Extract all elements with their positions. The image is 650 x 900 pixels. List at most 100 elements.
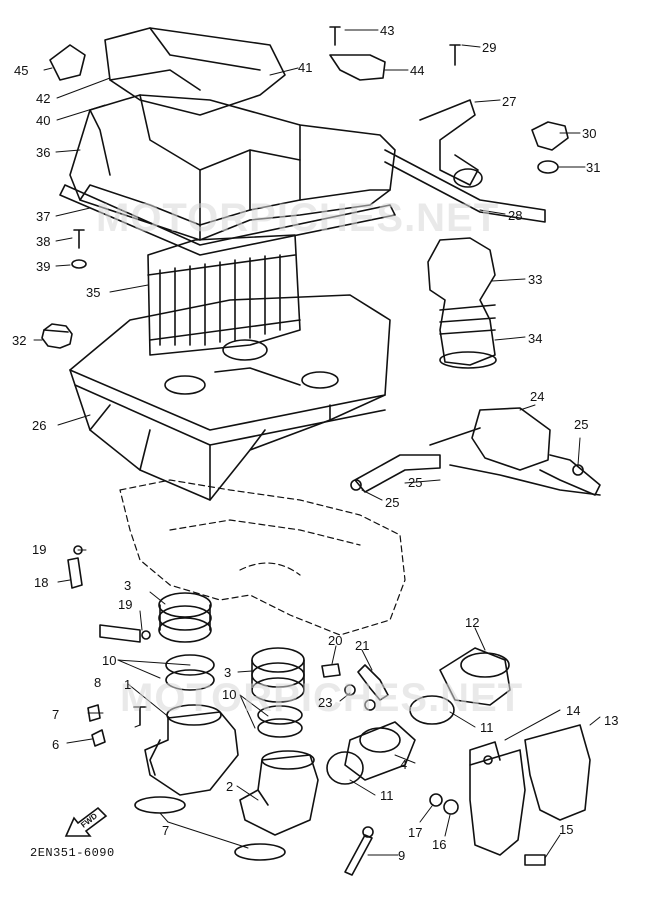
leader-lines — [33, 29, 601, 859]
callout-28: 28 — [508, 208, 523, 223]
screw-8 — [133, 706, 147, 726]
intake-boot — [427, 237, 496, 366]
oring-7b — [234, 843, 286, 861]
callout-4: 4 — [400, 757, 408, 772]
callout-6: 6 — [52, 737, 60, 752]
callout-3a: 3 — [124, 578, 132, 593]
engine-outline — [119, 479, 406, 636]
cap-5 — [87, 704, 101, 722]
callout-44: 44 — [410, 63, 425, 78]
callout-3b: 3 — [224, 665, 232, 680]
callout-33: 33 — [528, 272, 543, 287]
watermark: MOTORPICHES.NET — [120, 676, 524, 720]
cover-13 — [524, 724, 591, 821]
callout-40: 40 — [36, 113, 51, 128]
callout-7: 7 — [162, 823, 170, 838]
rubber-joint-3a — [158, 592, 212, 618]
callout-15: 15 — [559, 822, 574, 837]
clamp-11b — [409, 695, 455, 725]
joint-4 — [344, 721, 416, 781]
callout-2: 2 — [226, 779, 234, 794]
washer-39 — [71, 259, 87, 269]
diagram-code: 2EN351-6090 — [30, 846, 115, 860]
callout-35: 35 — [86, 285, 101, 300]
callout-25a: 25 — [574, 417, 589, 432]
manifold-1 — [144, 711, 239, 796]
clamp-11a — [326, 751, 364, 785]
breather-hose — [384, 149, 546, 223]
hose-18 — [67, 557, 83, 589]
callout-5: 7 — [52, 707, 60, 722]
callout-41: 41 — [298, 60, 313, 75]
fwd-arrow-icon — [64, 806, 108, 837]
watermark: MOTORPICHES.NET — [96, 196, 500, 240]
callout-16: 16 — [432, 837, 447, 852]
cap-20 — [321, 663, 341, 678]
oring-31 — [537, 160, 559, 174]
callout-8: 8 — [94, 675, 102, 690]
callout-29: 29 — [482, 40, 497, 55]
callout-31: 31 — [586, 160, 601, 175]
callout-34: 34 — [528, 331, 543, 346]
callout-12: 12 — [465, 615, 480, 630]
joint-12 — [439, 647, 511, 706]
clamp-10b — [257, 705, 303, 725]
bolt-15 — [524, 854, 546, 866]
clip-45 — [49, 44, 86, 81]
airbox-lower — [69, 294, 391, 501]
callout-1: 1 — [124, 677, 132, 692]
callout-43: 43 — [380, 23, 395, 38]
callout-19b: 19 — [118, 597, 133, 612]
grommet-32 — [41, 323, 73, 349]
bolt-9 — [344, 834, 373, 876]
callout-38: 38 — [36, 234, 51, 249]
nut-16 — [443, 799, 459, 815]
callout-9: 9 — [398, 848, 406, 863]
clip-19b — [141, 630, 151, 640]
callout-24: 25 — [408, 475, 423, 490]
callout-45: 45 — [14, 63, 29, 78]
rubber-joint-3b — [251, 647, 305, 673]
callout-42: 42 — [36, 91, 51, 106]
callout-17: 17 — [408, 825, 423, 840]
callout-11a: 11 — [480, 720, 494, 735]
callout-21: 21 — [355, 638, 370, 653]
callout-11b: 11 — [380, 788, 394, 803]
cover-14 — [469, 749, 526, 856]
callout-36: 36 — [36, 145, 51, 160]
air-filter — [147, 234, 301, 356]
callout-37: 37 — [36, 209, 51, 224]
callout-25b: 25 — [385, 495, 400, 510]
washer-17 — [429, 793, 443, 807]
callout-32: 32 — [12, 333, 27, 348]
clip-22a — [344, 684, 356, 696]
callout-23: 24 — [530, 389, 545, 404]
callout-30: 30 — [582, 126, 597, 141]
screw-29 — [449, 44, 461, 66]
callout-27: 27 — [502, 94, 517, 109]
clip-22b — [364, 699, 376, 711]
callout-19a: 19 — [32, 542, 47, 557]
gasket — [59, 184, 396, 256]
bracket-44 — [329, 54, 386, 81]
callout-10a: 10 — [102, 653, 117, 668]
callout-14: 14 — [566, 703, 581, 718]
clamp-10a — [165, 654, 215, 676]
callout-39: 39 — [36, 259, 51, 274]
callout-10b: 10 — [222, 687, 237, 702]
callout-22: 23 — [318, 695, 333, 710]
hose-24 — [354, 454, 441, 493]
bolt-38 — [73, 229, 85, 249]
hose-21 — [357, 664, 389, 701]
callout-13: 13 — [604, 713, 619, 728]
oring-7a — [134, 796, 186, 814]
clamp-25a — [350, 479, 362, 491]
intake-duct — [104, 27, 286, 116]
screw-43 — [329, 26, 341, 46]
hose-tube — [99, 624, 141, 643]
fitting-30 — [531, 121, 569, 151]
cap-6 — [91, 729, 106, 747]
callout-18: 18 — [34, 575, 49, 590]
callout-26: 26 — [32, 418, 47, 433]
